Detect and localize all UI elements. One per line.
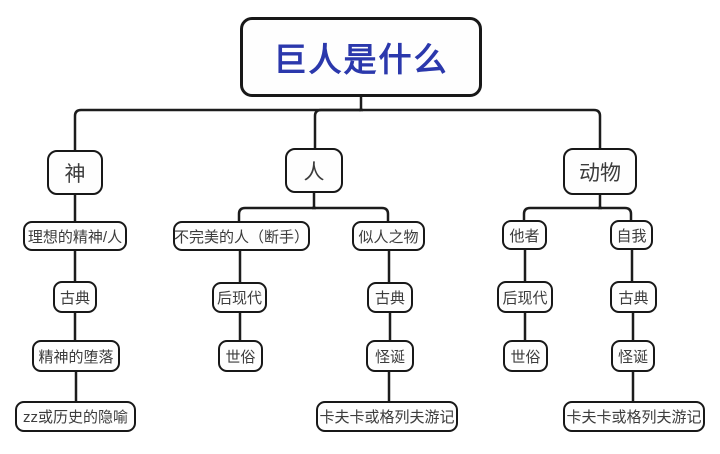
node-human-humanoid-classic[interactable]: 古典	[367, 282, 413, 313]
node-root[interactable]: 巨人是什么	[240, 17, 482, 97]
node-animal-self-grotesque[interactable]: 怪诞	[611, 340, 655, 372]
edge-human-imperfect	[237, 206, 316, 222]
edge-animal-self	[598, 206, 633, 221]
node-animal-other[interactable]: 他者	[502, 220, 547, 250]
node-human-humanoid-grotesque[interactable]: 怪诞	[366, 340, 414, 372]
edge-root-human	[313, 108, 361, 149]
node-animal-self-classic[interactable]: 古典	[610, 281, 657, 313]
node-human-humanoid[interactable]: 似人之物	[352, 221, 425, 251]
node-animal-self-kafka[interactable]: 卡夫卡或格列夫游记	[563, 401, 705, 432]
node-human[interactable]: 人	[285, 148, 343, 193]
edge-root-animal	[359, 108, 602, 149]
node-god-classic[interactable]: 古典	[53, 281, 97, 313]
node-god-metaphor[interactable]: zz或历史的隐喻	[15, 401, 136, 432]
node-animal-self[interactable]: 自我	[610, 220, 653, 250]
node-animal-other-secular[interactable]: 世俗	[503, 340, 548, 372]
edge-human-humanoid	[312, 206, 390, 222]
node-animal-other-postmodern[interactable]: 后现代	[497, 281, 553, 313]
node-animal[interactable]: 动物	[563, 148, 637, 195]
node-human-imperfect-secular[interactable]: 世俗	[218, 340, 263, 372]
node-god-ideal[interactable]: 理想的精神/人	[23, 221, 127, 251]
node-human-imperfect-postmodern[interactable]: 后现代	[212, 282, 267, 313]
node-human-imperfect[interactable]: 不完美的人（断手）	[173, 221, 310, 251]
node-god[interactable]: 神	[47, 150, 103, 195]
node-human-humanoid-kafka[interactable]: 卡夫卡或格列夫游记	[316, 401, 458, 432]
edge-root-god	[73, 108, 363, 151]
edge-animal-other	[522, 206, 602, 221]
node-god-fall[interactable]: 精神的堕落	[32, 340, 120, 372]
